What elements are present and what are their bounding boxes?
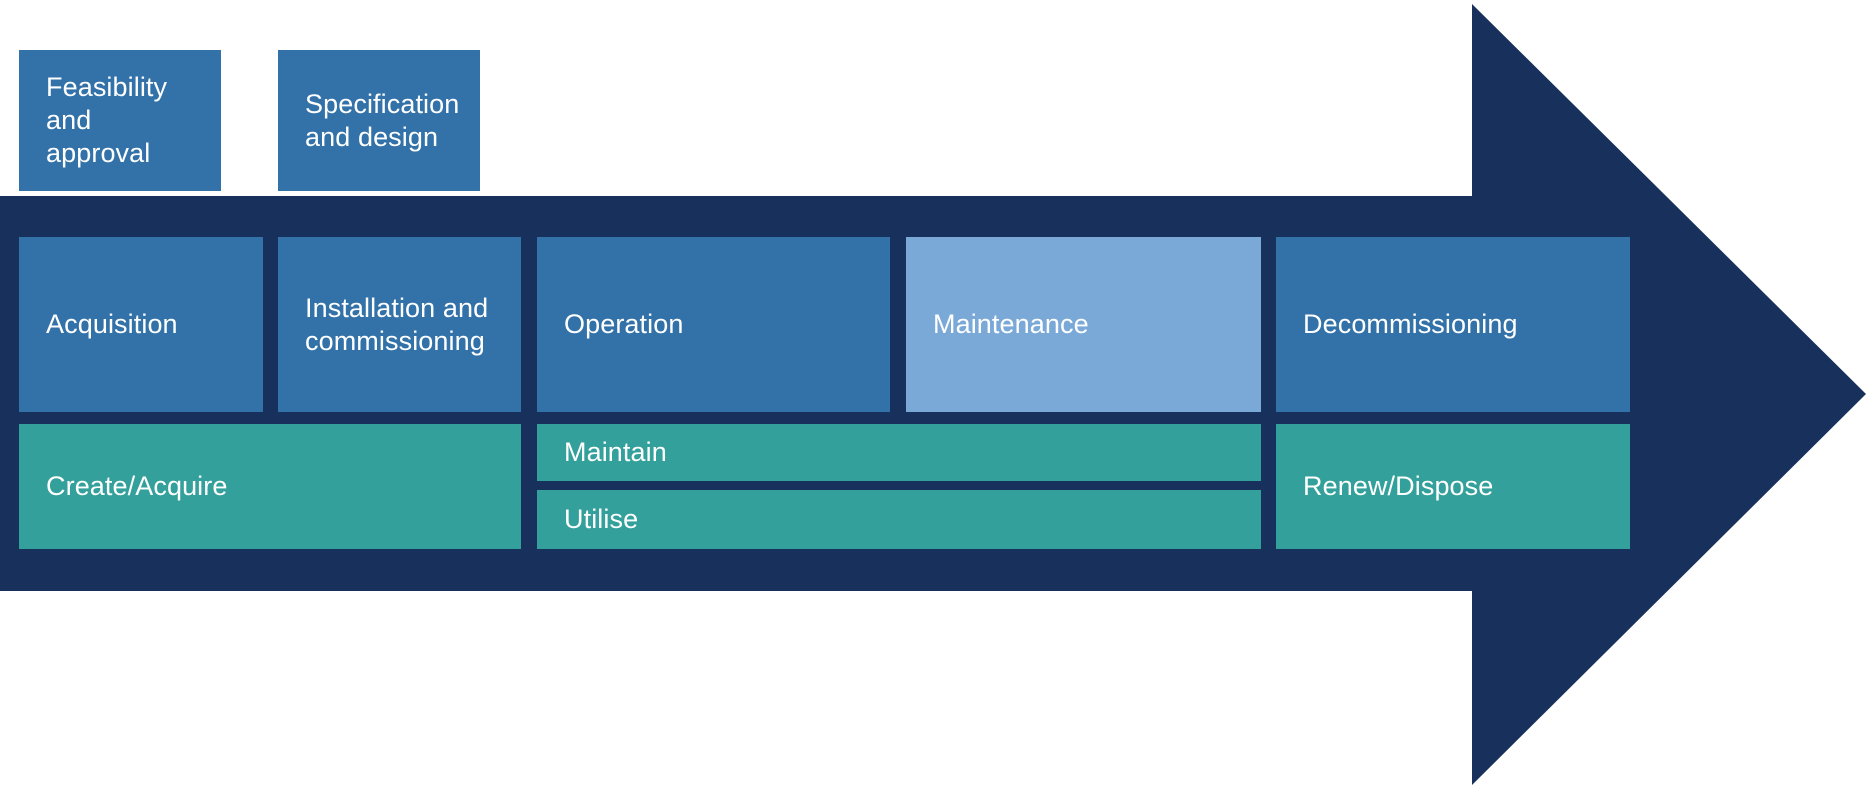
stage-label-specification-and-design: Specification and design (305, 88, 460, 152)
stage-box-feasibility-and-approval[interactable]: Feasibility and approval (19, 50, 221, 191)
stage-box-operation[interactable]: Operation (537, 237, 890, 412)
activity-box-utilise[interactable]: Utilise (537, 490, 1261, 549)
stage-box-maintenance[interactable]: Maintenance (906, 237, 1261, 412)
stage-box-specification-and-design[interactable]: Specification and design (278, 50, 480, 191)
stage-box-acquisition[interactable]: Acquisition (19, 237, 263, 412)
stage-label-maintenance: Maintenance (933, 309, 1089, 340)
activity-label-maintain: Maintain (564, 437, 667, 468)
stage-box-decommissioning[interactable]: Decommissioning (1276, 237, 1630, 412)
stage-label-feasibility-and-approval: Feasibility and approval (46, 72, 168, 168)
activity-label-create-acquire: Create/Acquire (46, 471, 228, 502)
stage-label-acquisition: Acquisition (46, 309, 178, 340)
activity-box-maintain[interactable]: Maintain (537, 424, 1261, 481)
activity-box-renew-dispose[interactable]: Renew/Dispose (1276, 424, 1630, 549)
stage-label-decommissioning: Decommissioning (1303, 309, 1518, 340)
stage-label-installation-and-commissioning: Installation and commissioning (305, 292, 489, 356)
activity-label-utilise: Utilise (564, 504, 639, 535)
activity-label-renew-dispose: Renew/Dispose (1303, 471, 1494, 502)
stage-box-installation-and-commissioning[interactable]: Installation and commissioning (278, 237, 521, 412)
stage-label-operation: Operation (564, 309, 684, 340)
activity-box-create-acquire[interactable]: Create/Acquire (19, 424, 521, 549)
